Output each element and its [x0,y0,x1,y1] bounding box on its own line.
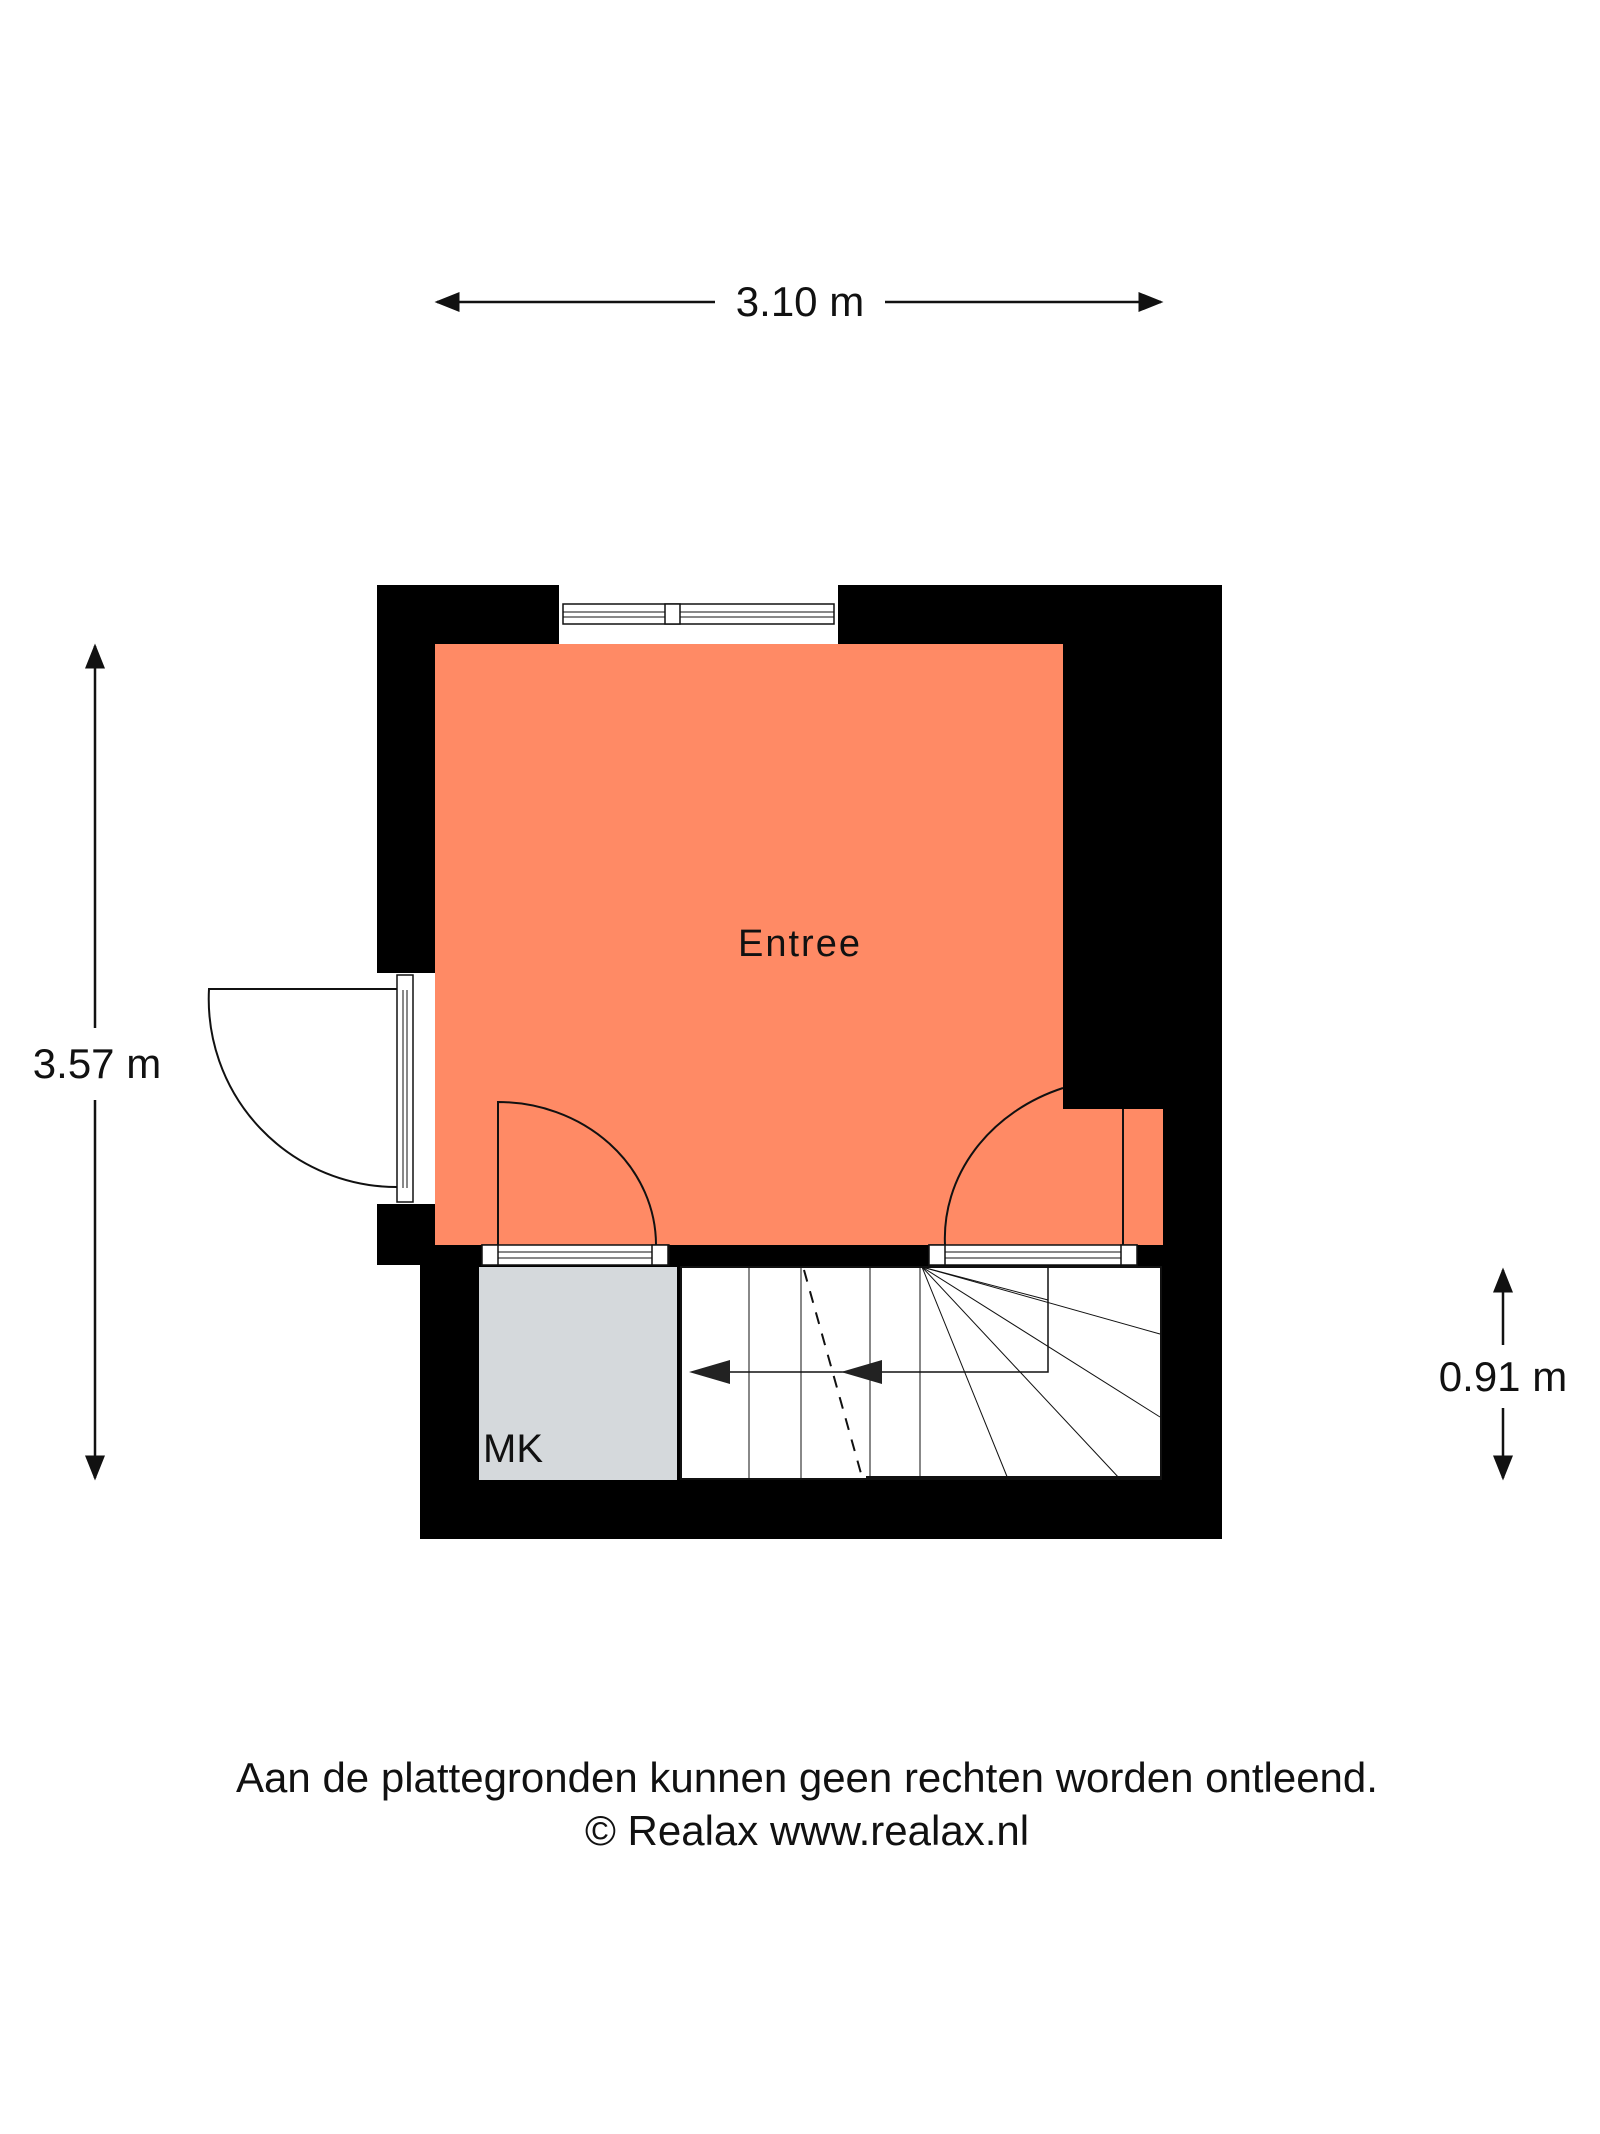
room-mk: MK [479,1267,677,1480]
copyright-text: © Realax www.realax.nl [585,1807,1029,1854]
stair-label: 0.91 m [1439,1353,1567,1400]
height-label: 3.57 m [33,1040,161,1087]
width-dimension: 3.10 m [434,278,1164,325]
width-label: 3.10 m [736,278,864,325]
room-label-entree: Entree [738,923,862,965]
stair-direction-arrow-icon [689,1360,730,1384]
room-label-mk: MK [483,1427,543,1471]
room-entree: Entree [435,644,1163,1245]
stair-door[interactable] [928,1087,1138,1266]
disclaimer-text: Aan de plattegronden kunnen geen rechten… [236,1754,1378,1801]
stair-dimension: 0.91 m [1439,1267,1567,1481]
height-dimension: 3.57 m [33,643,161,1481]
top-window [559,585,838,644]
mk-door[interactable] [481,1100,670,1266]
staircase [680,1266,1162,1480]
stair-direction-arrow-icon [841,1360,882,1384]
front-door[interactable] [207,973,435,1204]
